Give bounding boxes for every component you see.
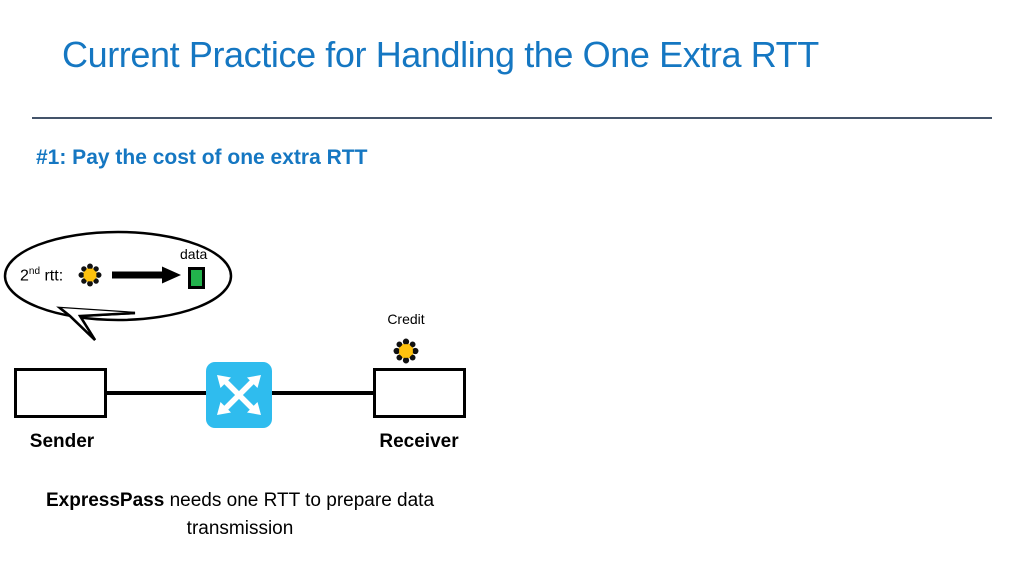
link-sender-to-switch <box>104 391 208 395</box>
title-divider <box>32 117 992 119</box>
speech-bubble <box>0 228 250 348</box>
receiver-label: Receiver <box>379 431 459 452</box>
caption-bold-term: ExpressPass <box>45 490 165 511</box>
rtt-ordinal-suffix: nd <box>28 266 41 277</box>
rtt-text: rtt: <box>40 267 64 285</box>
section-subtitle: #1: Pay the cost of one extra RTT <box>36 146 368 169</box>
data-packet-label: data <box>180 246 208 262</box>
network-switch-icon <box>206 362 272 428</box>
speech-bubble-outline <box>3 230 233 341</box>
sender-label: Sender <box>29 431 95 452</box>
receiver-node-box <box>373 368 466 418</box>
credit-label: Credit <box>387 311 425 327</box>
credit-token-icon <box>78 263 102 287</box>
sender-node-box <box>14 368 107 418</box>
credit-token-icon <box>393 338 419 364</box>
page-title: Current Practice for Handling the One Ex… <box>62 34 819 75</box>
rtt-ordinal-number: 2 <box>20 267 29 285</box>
data-packet-icon <box>188 267 205 289</box>
right-arrow-icon <box>112 266 181 284</box>
figure-caption: ExpressPass needs one RTT to prepare dat… <box>20 487 460 542</box>
caption-rest: needs one RTT to prepare data transmissi… <box>164 490 435 539</box>
second-rtt-label: 2nd rtt: <box>20 266 63 285</box>
link-switch-to-receiver <box>270 391 376 395</box>
switch-arrows-glyph <box>217 375 261 415</box>
